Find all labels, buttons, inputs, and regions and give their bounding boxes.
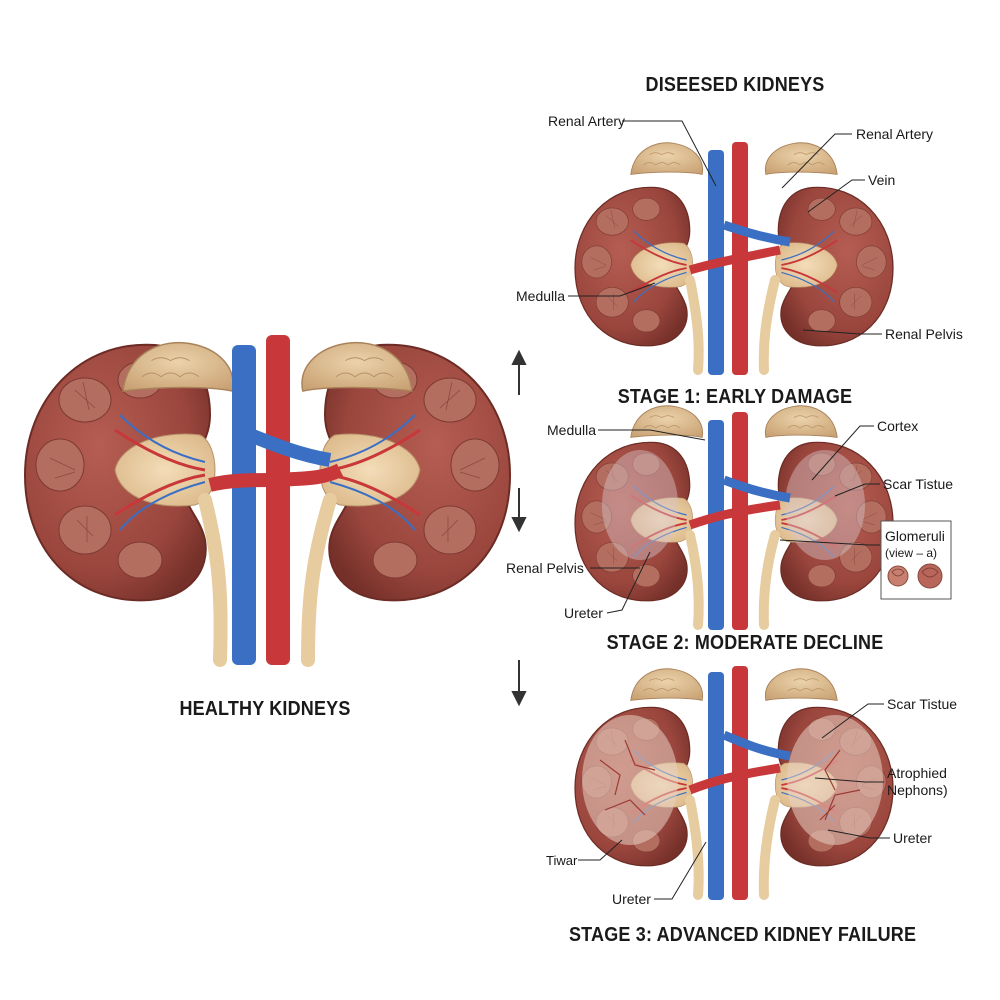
label-p2-scar-tissue: Scar Tistue (883, 476, 953, 492)
label-p3-ureter-right: Ureter (893, 830, 932, 846)
label-p2-medulla: Medulla (547, 422, 596, 438)
healthy-kidneys-heading: HEALTHY KIDNEYS (179, 698, 351, 720)
healthy-kidneys-illustration (23, 335, 512, 667)
up-arrow-icon (511, 349, 527, 395)
diagram-labels: Renal Artery Renal Artery Vein Medulla R… (506, 113, 963, 907)
label-p1-renal-artery-left: Renal Artery (548, 113, 625, 129)
leader-lines (568, 120, 890, 900)
label-p3-scar-tissue: Scar Tistue (887, 696, 957, 712)
stage2-heading: STAGE 2: MODERATE DECLINE (606, 632, 884, 654)
stage3-kidneys-illustration (574, 666, 894, 900)
down-arrow-icon (511, 488, 527, 533)
label-p3-ureter-bottom: Ureter (612, 891, 651, 907)
label-p2-glomeruli-view: (view – a) (885, 546, 937, 560)
label-p2-renal-pelvis: Renal Pelvis (506, 560, 584, 576)
glomeruli-inset (880, 520, 952, 600)
label-p1-renal-artery-right: Renal Artery (856, 126, 933, 142)
label-p1-medulla: Medulla (516, 288, 565, 304)
label-p2-glomeruli: Glomeruli (885, 528, 945, 544)
label-p2-ureter: Ureter (564, 605, 603, 621)
label-p3-nephons: Nephons) (887, 782, 948, 798)
stage1-kidneys-illustration (574, 142, 894, 375)
label-p3-tiwar: Tiwar (546, 853, 578, 868)
stage1-heading: STAGE 1: EARLY DAMAGE (617, 386, 853, 408)
stage2-kidneys-illustration (574, 405, 894, 630)
diseased-kidneys-heading: DISEESED KIDNEYS (645, 74, 825, 96)
label-p3-atrophied: Atrophied (887, 765, 947, 781)
down-arrow-icon (511, 660, 527, 707)
label-p1-vein: Vein (868, 172, 895, 188)
label-p2-cortex: Cortex (877, 418, 918, 434)
label-p1-renal-pelvis: Renal Pelvis (885, 326, 963, 342)
stage3-heading: STAGE 3: ADVANCED KIDNEY FAILURE (569, 924, 917, 946)
